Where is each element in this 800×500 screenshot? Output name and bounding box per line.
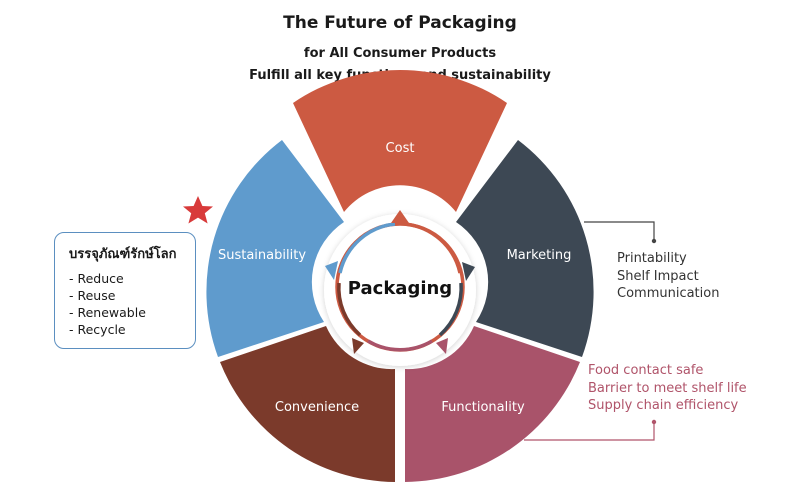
functionality-connector [524, 423, 655, 441]
segment-label-marketing: Marketing [507, 248, 572, 263]
arrow-functionality-icon [436, 338, 448, 354]
sustainability-item: - Reuse [69, 288, 116, 303]
page-subtitle: for All Consumer Products [303, 46, 497, 61]
segment-convenience [220, 326, 395, 482]
marketing-detail-item: Shelf Impact [617, 268, 699, 284]
arrow-sustainability-icon [325, 261, 338, 280]
segment-label-sustainability: Sustainability [218, 248, 306, 263]
segment-marketing [456, 140, 594, 357]
marketing-detail-item: Communication [617, 286, 720, 301]
functionality-detail-item: Barrier to meet shelf life [588, 380, 747, 396]
functionality-detail-item: Supply chain efficiency [588, 398, 739, 413]
page-title: The Future of Packaging [283, 13, 517, 33]
segment-sustainability [206, 140, 344, 357]
arrow-marketing-icon [462, 262, 475, 281]
functionality-details: Food contact safe Barrier to meet shelf … [588, 362, 747, 415]
segment-label-convenience: Convenience [275, 400, 359, 415]
arrow-convenience-icon [352, 338, 364, 354]
marketing-detail-item: Printability [617, 251, 687, 266]
functionality-detail-item: Food contact safe [588, 363, 704, 378]
segment-functionality [405, 326, 580, 482]
marketing-details: Printability Shelf Impact Communication [617, 250, 719, 303]
center-label: Packaging [348, 278, 452, 299]
marketing-connector [584, 221, 655, 240]
segment-label-cost: Cost [386, 141, 415, 156]
sustainability-box-title: บรรจุภัณฑ์รักษ์โลก [69, 247, 177, 262]
sustainability-item: - Recycle [69, 322, 126, 337]
segment-label-functionality: Functionality [441, 400, 525, 415]
arrow-cost-icon [391, 210, 409, 223]
sustainability-box: บรรจุภัณฑ์รักษ์โลก - Reduce - Reuse - Re… [54, 232, 196, 349]
star-icon [183, 196, 213, 224]
sustainability-item: - Reduce [69, 271, 124, 286]
sustainability-item: - Renewable [69, 305, 146, 320]
segment-cost [293, 70, 507, 213]
